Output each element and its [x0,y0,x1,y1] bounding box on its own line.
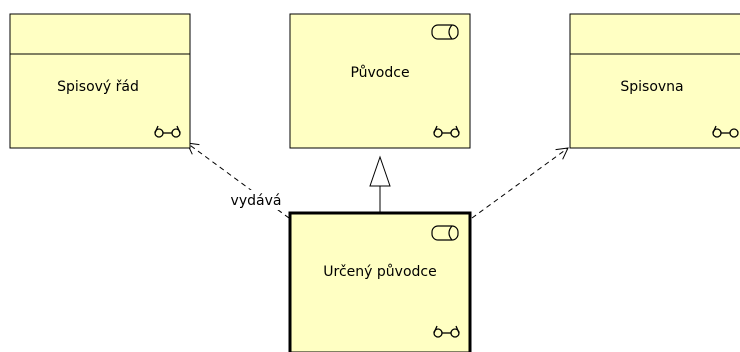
glasses-icon [433,125,460,138]
element-spisovna[interactable]: Spisovna [569,13,740,149]
spisovna-box[interactable] [569,13,740,149]
spisovy-rad-label: Spisový řád [57,79,139,95]
element-spisovy-rad[interactable]: Spisový řád [9,13,191,149]
spisovna-label: Spisovna [620,79,683,95]
glasses-icon [712,125,739,138]
element-puvodce[interactable]: Původce [289,13,471,149]
element-urceny-puvodce[interactable]: Určený původce [288,211,472,352]
urceny-puvodce-box[interactable] [288,211,472,352]
relation-generalization[interactable] [369,155,391,212]
glasses-icon [154,125,181,138]
urceny-puvodce-label: Určený původce [323,264,436,280]
puvodce-box[interactable] [289,13,471,149]
vydava-label-bg [222,190,292,210]
vydava-label: vydává [231,193,282,209]
spisovna-link-line[interactable] [471,147,569,219]
component-icon [431,225,459,241]
relation-spisovna-link[interactable] [471,147,569,219]
generalization-arrowhead [369,155,391,187]
spisovy-rad-box[interactable] [9,13,191,149]
component-icon [431,24,459,40]
puvodce-label: Původce [350,65,409,81]
glasses-icon [433,325,460,338]
